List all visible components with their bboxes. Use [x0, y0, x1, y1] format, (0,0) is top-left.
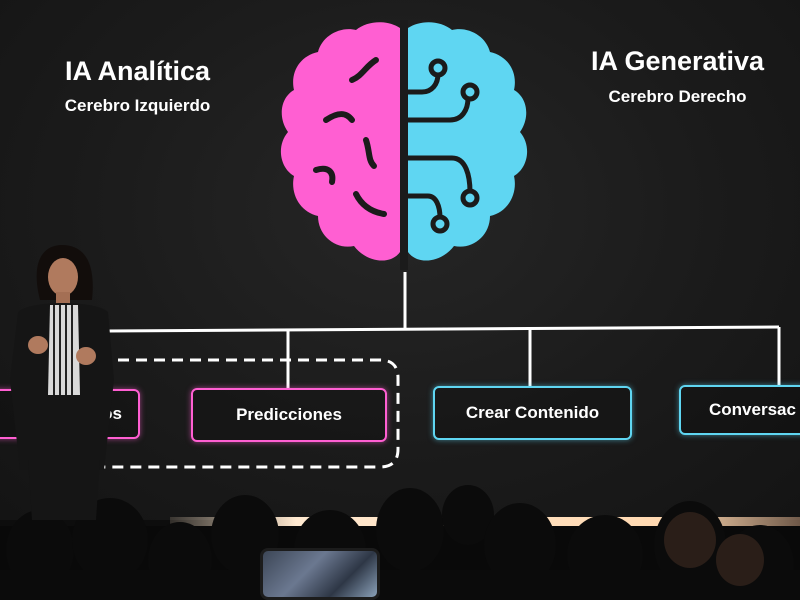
- left-brain-half: [280, 22, 400, 261]
- create-content-box-label: Crear Contenido: [465, 403, 600, 422]
- conversation-box-label: Conversac: [709, 400, 796, 419]
- right-heading: IA Generativa: [590, 46, 765, 76]
- conversation-box: Conversac: [679, 385, 800, 435]
- left-subheading: Cerebro Izquierdo: [64, 96, 211, 115]
- right-subheading: Cerebro Derecho: [608, 87, 747, 106]
- predictions-box: Predicciones: [191, 388, 387, 442]
- predictions-box-label: Predicciones: [236, 405, 342, 424]
- create-content-box: Crear Contenido: [433, 386, 632, 440]
- presenter-figure: [10, 245, 114, 520]
- left-heading: IA Analítica: [64, 56, 211, 86]
- audience-phone-screen: [260, 548, 380, 600]
- dashed-group-outline: [70, 358, 400, 469]
- brain-icon: [280, 20, 528, 270]
